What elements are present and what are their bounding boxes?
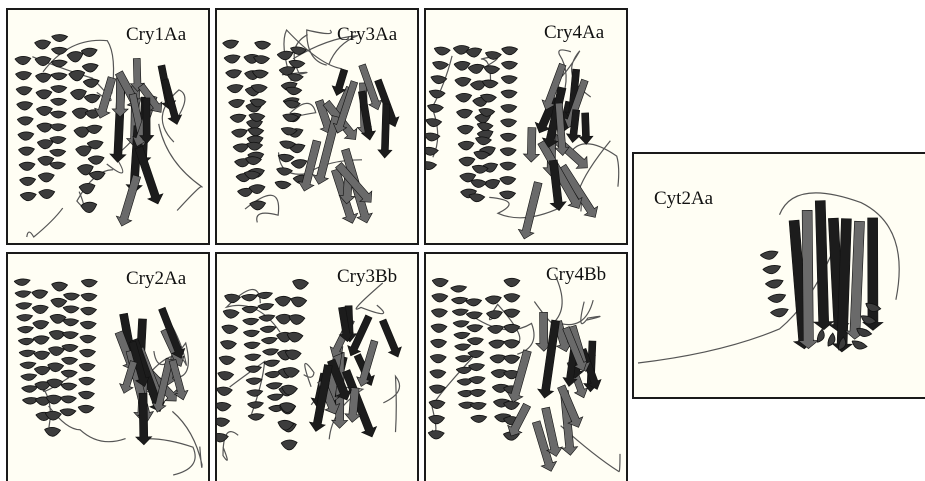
loop-coil xyxy=(245,195,279,222)
panel-cry4aa: Cry4Aa xyxy=(424,8,628,245)
panel-label-cry3aa: Cry3Aa xyxy=(337,24,397,46)
panel-cry2aa: Cry2Aa xyxy=(6,252,210,481)
loop-coil xyxy=(172,411,202,467)
panel-label-cry3bb: Cry3Bb xyxy=(337,266,397,288)
beta-strand xyxy=(161,79,181,125)
protein-structure-cry4bb xyxy=(426,254,626,481)
loop-coil xyxy=(27,208,63,237)
beta-strand xyxy=(523,128,539,163)
loop-coil xyxy=(489,197,561,217)
alpha-helix xyxy=(217,294,240,442)
protein-structure-cry4aa xyxy=(426,10,626,243)
loop-coil xyxy=(304,363,314,386)
loop-coil xyxy=(307,30,332,65)
protein-structure-cry3bb xyxy=(217,254,417,481)
panel-cry3aa: Cry3Aa xyxy=(215,8,419,245)
panel-label-cry4aa: Cry4Aa xyxy=(544,22,604,44)
panel-cry1aa: Cry1Aa xyxy=(6,8,210,245)
loop-coil xyxy=(581,302,600,324)
loop-coil xyxy=(159,124,202,211)
beta-strand xyxy=(116,175,140,226)
alpha-helix xyxy=(14,279,38,404)
panel-label-cry4bb: Cry4Bb xyxy=(546,264,606,286)
beta-strand xyxy=(518,182,542,239)
alpha-helix xyxy=(760,251,788,317)
alpha-helix xyxy=(426,47,450,170)
loop-coil xyxy=(138,439,196,475)
alpha-helix xyxy=(499,47,517,199)
beta-strand xyxy=(378,104,392,158)
loop-coil xyxy=(383,376,399,432)
loop-coil xyxy=(473,317,534,355)
beta-strand xyxy=(135,146,163,204)
beta-strand xyxy=(579,113,593,145)
alpha-helix xyxy=(60,293,79,416)
panel-label-cry2aa: Cry2Aa xyxy=(126,268,186,290)
panel-label-cyt2aa: Cyt2Aa xyxy=(654,188,713,210)
beta-strand xyxy=(863,218,883,330)
alpha-helix xyxy=(428,278,448,439)
alpha-helix xyxy=(78,279,97,413)
panel-label-cry1aa: Cry1Aa xyxy=(126,24,186,46)
beta-strand xyxy=(379,319,401,357)
alpha-helix xyxy=(469,51,501,201)
panel-cry4bb: Cry4Bb xyxy=(424,252,628,481)
panel-cry3bb: Cry3Bb xyxy=(215,252,419,481)
panel-cyt2aa: Cyt2Aa xyxy=(632,152,925,399)
alpha-helix xyxy=(241,294,264,420)
alpha-helix xyxy=(15,56,36,200)
